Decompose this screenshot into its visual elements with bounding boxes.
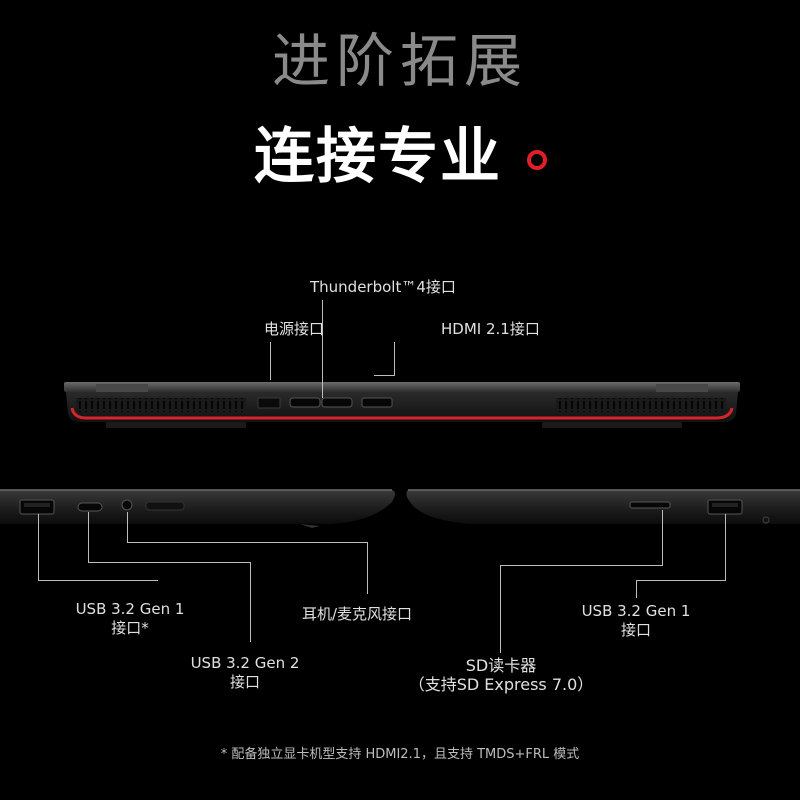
audio-leader-v1 — [127, 512, 128, 542]
headline-line1: 进阶拓展 — [271, 27, 528, 95]
left-usba-label-line2: 接口* — [111, 619, 149, 637]
right-usba-leader-v2 — [636, 580, 637, 598]
hdmi-leader-v — [394, 342, 395, 375]
power-label: 电源接口 — [264, 320, 325, 338]
left-usbc-label-line1: USB 3.2 Gen 2 — [190, 654, 300, 672]
thunderbolt-leader — [322, 300, 323, 398]
left-usbc-leader-v1 — [88, 512, 89, 562]
accent-dot — [527, 150, 547, 170]
right-usba-label: USB 3.2 Gen 1 接口 — [574, 602, 698, 640]
left-usba-leader-v — [38, 514, 39, 580]
audio-leader-h — [127, 542, 367, 543]
left-usbc-leader-v2 — [250, 562, 251, 642]
audio-label: 耳机/麦克风接口 — [302, 605, 413, 623]
footnote: * 配备独立显卡机型支持 HDMI2.1，且支持 TMDS+FRL 模式 — [220, 747, 580, 762]
sd-leader-v2 — [500, 565, 501, 653]
left-usba-leader-h — [38, 580, 158, 581]
thunderbolt-label: Thunderbolt™4接口 — [310, 278, 456, 296]
sd-label: SD读卡器 （支持SD Express 7.0） — [394, 656, 608, 694]
sd-leader-v1 — [662, 510, 663, 565]
left-usba-label: USB 3.2 Gen 1 接口* — [68, 600, 192, 638]
right-usba-label-line2: 接口 — [620, 621, 651, 639]
left-usbc-leader-h — [88, 562, 250, 563]
right-usba-label-line1: USB 3.2 Gen 1 — [581, 602, 691, 620]
left-usba-label-line1: USB 3.2 Gen 1 — [75, 600, 185, 618]
audio-leader-v2 — [367, 542, 368, 594]
left-usbc-label-line2: 接口 — [229, 673, 260, 691]
hdmi-leader-h — [374, 375, 395, 376]
power-leader — [270, 342, 271, 380]
sd-label-line2: （支持SD Express 7.0） — [408, 675, 594, 694]
hdmi-label: HDMI 2.1接口 — [441, 320, 540, 338]
left-usbc-label: USB 3.2 Gen 2 接口 — [180, 654, 310, 692]
headline-line2: 连接专业 — [254, 122, 502, 192]
sd-leader-h — [500, 565, 663, 566]
right-usba-leader-v — [725, 514, 726, 580]
right-usba-leader-h — [636, 580, 726, 581]
sd-label-line1: SD读卡器 — [465, 656, 537, 675]
